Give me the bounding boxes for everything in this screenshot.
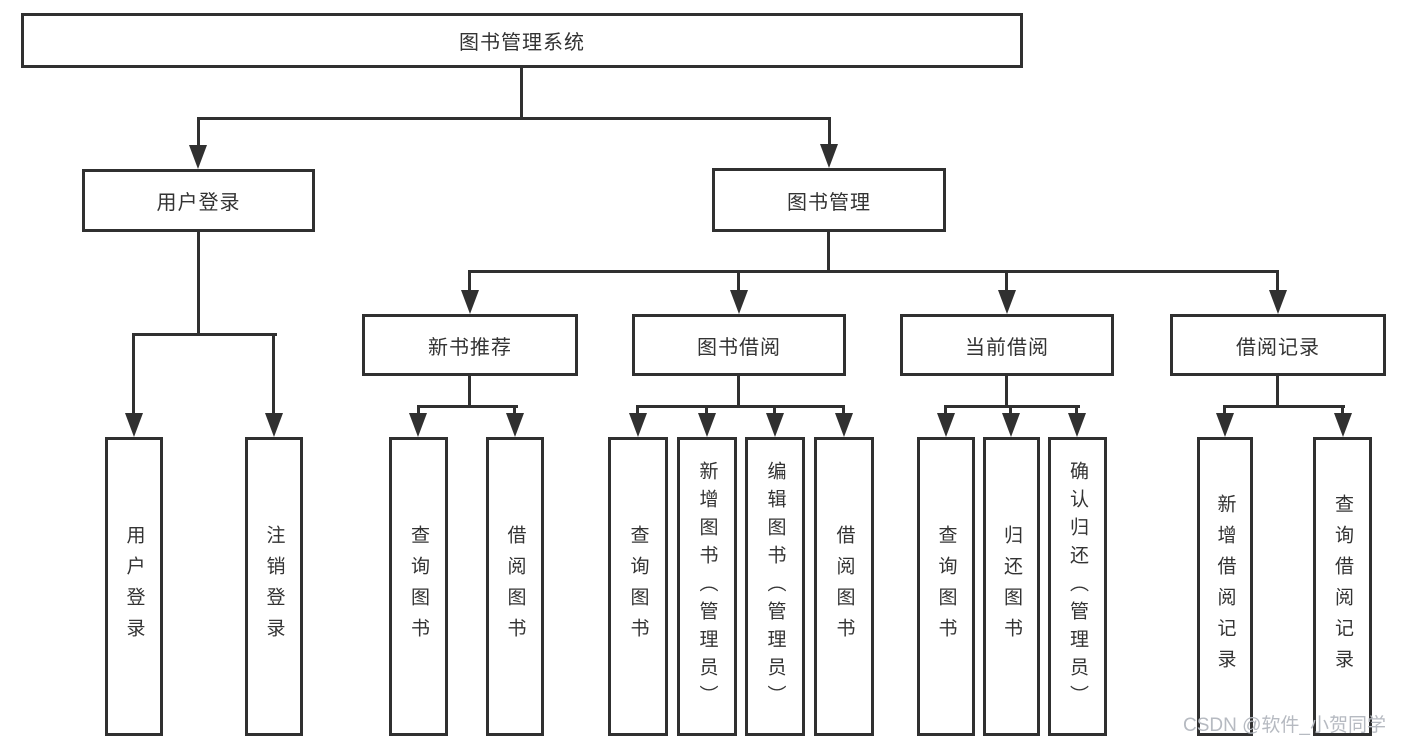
leaf-query-books-current: 查询图书	[917, 437, 975, 736]
leaf-borrow-books-recommend: 借阅图书	[486, 437, 544, 736]
leaf-query-books-borrow: 查询图书	[608, 437, 668, 736]
connector-line	[1341, 405, 1344, 413]
connector-line	[737, 376, 740, 408]
node-label: 图书借阅	[697, 336, 781, 359]
leaf-confirm-return-admin: 确认归还（管理员）	[1048, 437, 1107, 736]
node-label: 当前借阅	[965, 336, 1049, 359]
arrow-down-icon	[1269, 290, 1287, 314]
node-label: 借阅记录	[1236, 336, 1320, 359]
leaf-add-borrow-record: 新增借阅记录	[1197, 437, 1253, 736]
connector-line	[827, 232, 830, 273]
connector-line	[520, 68, 523, 119]
node-label: 新增借阅记录	[1214, 493, 1236, 680]
node-current-borrowing: 当前借阅	[900, 314, 1114, 376]
connector-line	[636, 405, 845, 408]
leaf-logout: 注销登录	[245, 437, 303, 736]
arrow-down-icon	[766, 413, 784, 437]
arrow-down-icon	[1068, 413, 1086, 437]
arrow-down-icon	[820, 144, 838, 168]
leaf-edit-books-admin: 编辑图书（管理员）	[745, 437, 805, 736]
connector-line	[705, 405, 708, 413]
connector-line	[197, 117, 200, 145]
connector-line	[197, 117, 831, 120]
arrow-down-icon	[125, 413, 143, 437]
node-book-management: 图书管理	[712, 168, 946, 232]
connector-line	[636, 405, 639, 413]
arrow-down-icon	[835, 413, 853, 437]
arrow-down-icon	[629, 413, 647, 437]
node-label: 查询图书	[627, 524, 649, 649]
connector-line	[513, 405, 516, 413]
node-borrowing-records: 借阅记录	[1170, 314, 1386, 376]
arrow-down-icon	[698, 413, 716, 437]
connector-line	[1075, 405, 1078, 413]
connector-line	[773, 405, 776, 413]
arrow-down-icon	[461, 290, 479, 314]
connector-line	[944, 405, 1080, 408]
node-label: 借阅图书	[833, 524, 855, 649]
node-new-book-recommend: 新书推荐	[362, 314, 578, 376]
node-label: 新书推荐	[428, 336, 512, 359]
arrow-down-icon	[189, 145, 207, 169]
node-book-borrowing: 图书借阅	[632, 314, 846, 376]
node-label: 新增图书（管理员）	[696, 460, 718, 713]
node-label: 查询图书	[935, 524, 957, 649]
node-label: 确认归还（管理员）	[1067, 460, 1088, 713]
node-label: 注销登录	[263, 524, 285, 649]
connector-line	[944, 405, 947, 413]
connector-line	[468, 270, 471, 290]
node-label: 图书管理	[787, 191, 871, 214]
arrow-down-icon	[730, 290, 748, 314]
leaf-borrow-books: 借阅图书	[814, 437, 874, 736]
node-book-management-system: 图书管理系统	[21, 13, 1023, 68]
node-user-login: 用户登录	[82, 169, 315, 232]
arrow-down-icon	[1334, 413, 1352, 437]
csdn-watermark: CSDN @软件_小贺同学	[1183, 715, 1386, 736]
leaf-add-books-admin: 新增图书（管理员）	[677, 437, 737, 736]
leaf-query-borrow-record: 查询借阅记录	[1313, 437, 1372, 736]
arrow-down-icon	[1002, 413, 1020, 437]
connector-line	[468, 270, 1279, 273]
connector-line	[132, 333, 135, 413]
connector-line	[197, 232, 200, 336]
node-label: 图书管理系统	[459, 32, 585, 54]
connector-line	[132, 333, 277, 336]
connector-line	[737, 270, 740, 290]
leaf-user-login: 用户登录	[105, 437, 163, 736]
connector-line	[1276, 376, 1279, 408]
connector-line	[1276, 270, 1279, 290]
node-label: 用户登录	[123, 524, 145, 649]
connector-line	[417, 405, 518, 408]
node-label: 查询图书	[408, 524, 429, 649]
node-label: 用户登录	[156, 192, 241, 214]
connector-line	[828, 117, 831, 144]
connector-line	[1009, 405, 1012, 413]
node-label: 借阅图书	[504, 524, 526, 649]
leaf-return-books: 归还图书	[983, 437, 1040, 736]
connector-line	[1005, 376, 1008, 408]
connector-line	[1223, 405, 1345, 408]
connector-line	[1005, 270, 1008, 290]
arrow-down-icon	[1216, 413, 1234, 437]
arrow-down-icon	[506, 413, 524, 437]
leaf-query-books-recommend: 查询图书	[389, 437, 448, 736]
connector-line	[1223, 405, 1226, 413]
arrow-down-icon	[265, 413, 283, 437]
arrow-down-icon	[409, 413, 427, 437]
connector-line	[842, 405, 845, 413]
connector-line	[272, 333, 275, 413]
arrow-down-icon	[937, 413, 955, 437]
node-label: 归还图书	[1001, 524, 1022, 649]
connector-line	[417, 405, 420, 413]
node-label: 查询借阅记录	[1332, 493, 1353, 680]
node-label: 编辑图书（管理员）	[764, 460, 786, 713]
arrow-down-icon	[998, 290, 1016, 314]
connector-line	[468, 376, 471, 408]
